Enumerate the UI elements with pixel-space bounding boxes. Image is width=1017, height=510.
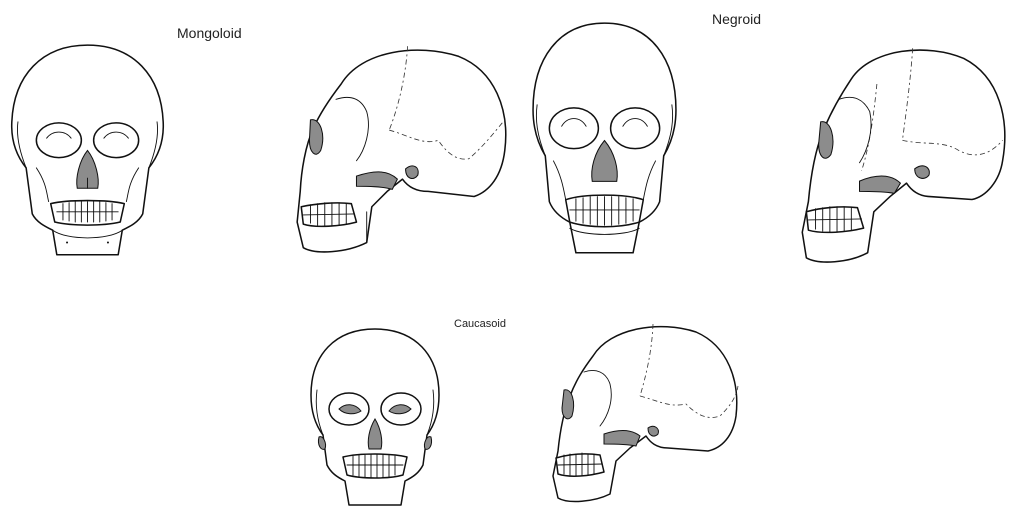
caucasoid-skull-front — [305, 325, 445, 510]
caucasoid-label: Caucasoid — [454, 318, 506, 330]
mongoloid-skull-front — [5, 40, 170, 265]
negroid-label: Negroid — [712, 11, 761, 27]
mongoloid-label: Mongoloid — [177, 25, 242, 41]
caucasoid-skull-side — [548, 316, 743, 510]
negroid-skull-front — [522, 18, 687, 263]
negroid-skull-side — [800, 38, 1010, 268]
mongoloid-skull-side — [295, 38, 510, 263]
